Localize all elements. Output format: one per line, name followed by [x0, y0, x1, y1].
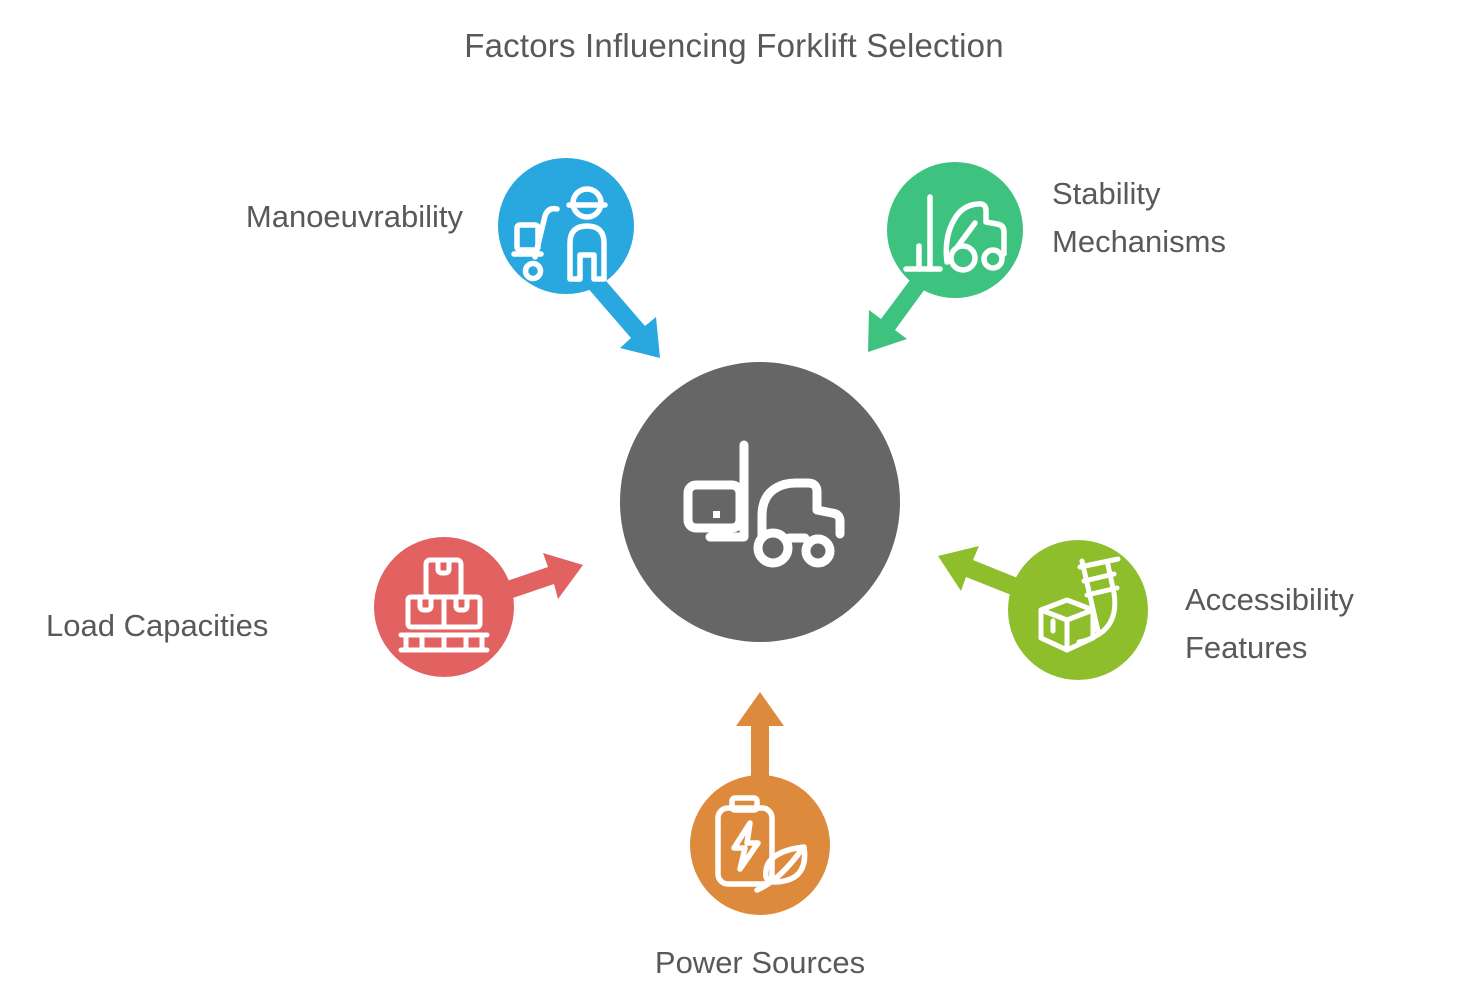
node-circle-manoeuvrability: [498, 158, 634, 294]
node-circle-accessibility: [1008, 540, 1148, 680]
arrow-manoeuvrability: [586, 274, 660, 358]
forklift-side-icon: [903, 194, 1007, 273]
label-accessibility-features: Accessibility Features: [1185, 582, 1354, 665]
arrow-power: [736, 692, 784, 790]
arrow-load: [492, 553, 583, 603]
arrow-stability: [868, 272, 930, 352]
boxes-on-pallet-icon: [398, 557, 490, 653]
label-load-capacities: Load Capacities: [46, 608, 269, 643]
forklift-icon: [683, 440, 845, 568]
box-hand-truck-icon: [1038, 556, 1121, 653]
worker-hand-truck-icon: [511, 186, 608, 282]
label-power-sources: Power Sources: [654, 945, 866, 980]
diagram-title: Factors Influencing Forklift Selection: [464, 27, 1004, 64]
label-manoeuvrability: Manoeuvrability: [245, 199, 463, 234]
label-stability-mechanisms: Stability Mechanisms: [1052, 176, 1226, 259]
arrow-accessibility: [938, 546, 1030, 600]
battery-leaf-icon: [715, 795, 808, 893]
node-circle-power: [690, 775, 830, 915]
